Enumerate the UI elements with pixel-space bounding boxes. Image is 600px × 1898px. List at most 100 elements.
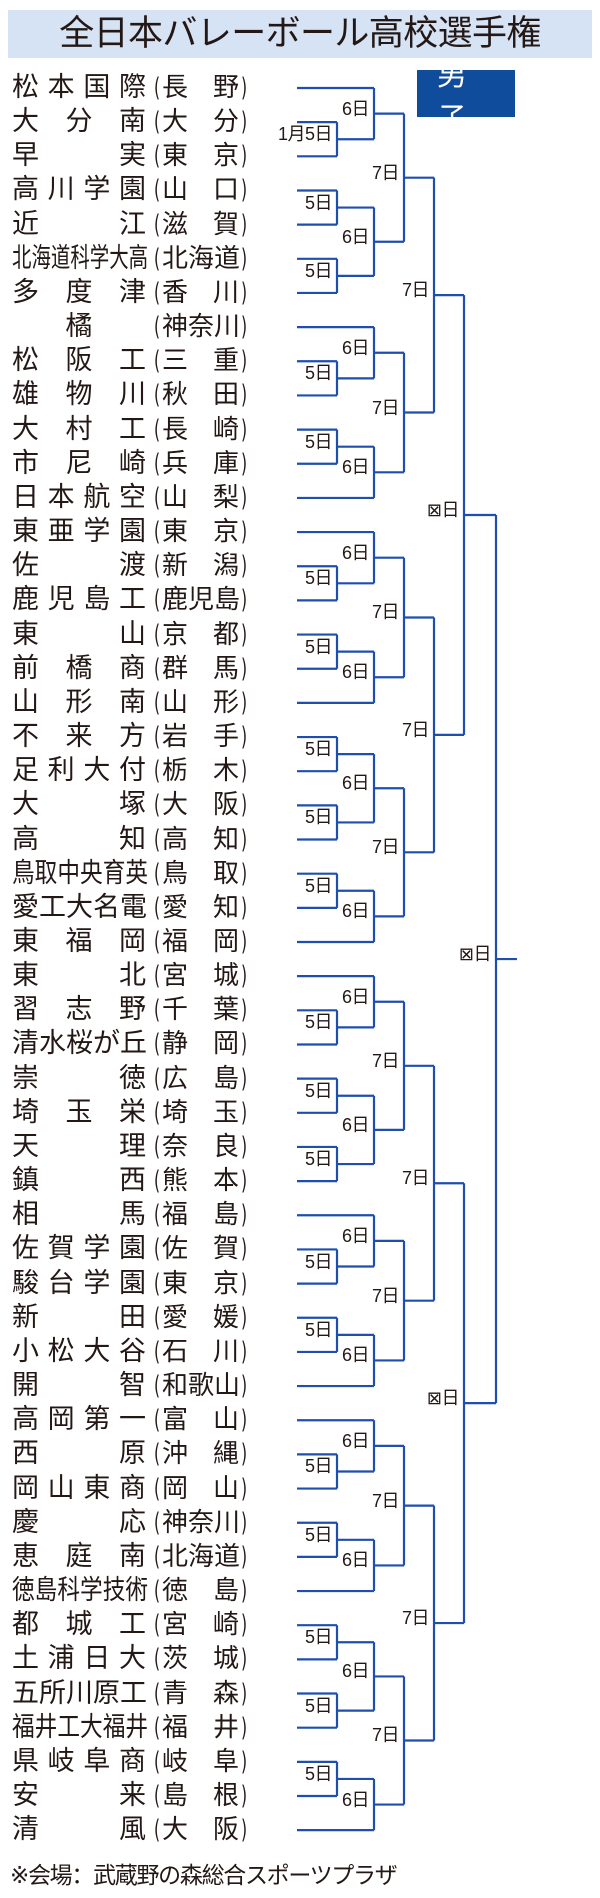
prefecture-name: 神奈川: [162, 1507, 240, 1538]
prefecture-name: 神奈川: [162, 312, 240, 343]
prefecture-name: 長野: [162, 73, 239, 103]
team-row: 東福岡福岡: [0, 925, 300, 959]
team-row: 都城工宮崎: [0, 1608, 300, 1642]
team-row: 県岐阜商岐阜: [0, 1745, 300, 1779]
prefecture-name: 北海道: [162, 1541, 240, 1572]
prefecture-name: 福島: [162, 1200, 239, 1231]
prefecture-name: 山梨: [162, 482, 239, 513]
team-prefecture: 新潟: [152, 549, 249, 583]
prefecture-name: 熊本: [162, 1166, 239, 1197]
match-date-label: 5日: [304, 1524, 333, 1545]
team-name: 清水桜が丘: [12, 1028, 147, 1060]
prefecture-name: 兵庫: [162, 448, 239, 479]
team-prefecture: 大阪: [152, 788, 249, 822]
team-row: 愛工大名電愛知: [0, 891, 300, 925]
team-prefecture: 宮城: [152, 959, 249, 993]
team-prefecture: 兵庫: [152, 447, 249, 481]
team-name: 鳥取中央育英: [12, 857, 149, 889]
match-date-label: 5日: [304, 1319, 333, 1340]
match-date-label: 5日: [304, 1763, 333, 1784]
match-date-label: ⊠日: [426, 500, 460, 520]
prefecture-name: 新潟: [162, 551, 239, 582]
team-prefecture: 福岡: [152, 925, 249, 959]
team-row: 福井工大福井福井: [0, 1711, 300, 1745]
match-date-label: 5日: [304, 807, 333, 828]
prefecture-name: 北海道: [162, 243, 240, 274]
team-name: 日本航空: [12, 481, 146, 513]
match-date-label: 6日: [341, 226, 370, 247]
prefecture-name: 岩手: [162, 722, 239, 753]
team-row: 雄物川秋田: [0, 378, 300, 412]
team-row: 恵庭南北海道: [0, 1540, 300, 1574]
team-prefecture: 福井: [152, 1711, 249, 1745]
team-row: 大分南大分: [0, 105, 300, 139]
team-row: 松本国際長野: [0, 71, 300, 105]
prefecture-name: 鳥取: [162, 858, 239, 889]
prefecture-name: 青森: [162, 1678, 239, 1709]
team-name: 開智: [12, 1370, 146, 1402]
team-name: 市尼崎: [12, 447, 146, 479]
match-date-label: 7日: [371, 602, 400, 623]
prefecture-name: 栃木: [162, 756, 239, 787]
team-name: 高知: [12, 823, 146, 855]
team-row: 土浦日大茨城: [0, 1642, 300, 1676]
team-row: 佐渡新潟: [0, 549, 300, 583]
match-date-label: 6日: [341, 1114, 370, 1135]
prefecture-name: 広島: [162, 1063, 239, 1094]
team-row: 新田愛媛: [0, 1301, 300, 1335]
team-prefecture: 香川: [152, 276, 249, 310]
team-name: 東北: [12, 960, 146, 992]
prefecture-name: 愛媛: [162, 1302, 239, 1333]
team-prefecture: 鳥取: [152, 857, 249, 891]
team-prefecture: 長崎: [152, 413, 249, 447]
match-date-label: 5日: [304, 1627, 333, 1648]
page-title: 全日本バレーボール高校選手権: [59, 13, 541, 54]
team-row: 天理奈良: [0, 1130, 300, 1164]
team-name: 岡山東商: [12, 1472, 146, 1504]
prefecture-name: 大阪: [162, 1815, 239, 1846]
team-name: 恵庭南: [12, 1540, 146, 1572]
team-prefecture: 大阪: [152, 1813, 249, 1847]
prefecture-name: 鹿児島: [162, 585, 240, 616]
team-name: 橘: [65, 311, 93, 343]
match-date-label: 6日: [341, 1789, 370, 1810]
team-prefecture: 京都: [152, 618, 249, 652]
match-date-label: 5日: [304, 431, 333, 452]
team-prefecture: 三重: [152, 344, 249, 378]
team-prefecture: 群馬: [152, 652, 249, 686]
match-date-label: 7日: [401, 719, 430, 740]
team-name: 鎮西: [12, 1165, 146, 1197]
match-date-label: 5日: [304, 636, 333, 657]
team-name: 相馬: [12, 1199, 146, 1231]
team-name: 五所川原工: [12, 1677, 147, 1709]
team-prefecture: 岐阜: [152, 1745, 249, 1779]
prefecture-name: 佐賀: [162, 1234, 239, 1265]
team-row: 駿台学園東京: [0, 1267, 300, 1301]
team-prefecture: 岡山: [152, 1472, 249, 1506]
team-name: 北海道科学大高: [12, 242, 149, 274]
match-date-label: 5日: [304, 568, 333, 589]
team-name: 足利大付: [12, 755, 146, 787]
team-name: 不来方: [12, 721, 146, 753]
team-name: 小松大谷: [12, 1335, 146, 1367]
match-date-label: 6日: [341, 1661, 370, 1682]
prefecture-name: 沖縄: [162, 1439, 239, 1470]
team-name: 清風: [12, 1814, 146, 1846]
team-prefecture: 広島: [152, 1062, 249, 1096]
prefecture-name: 香川: [162, 277, 239, 308]
match-date-label: 6日: [341, 1430, 370, 1451]
team-prefecture: 神奈川: [152, 1506, 249, 1540]
team-row: 東山京都: [0, 618, 300, 652]
team-row: 橘 神奈川: [0, 310, 300, 344]
team-prefecture: 山梨: [152, 481, 249, 515]
team-row: 岡山東商岡山: [0, 1472, 300, 1506]
prefecture-name: 宮崎: [162, 1610, 239, 1641]
team-name: 福井工大福井: [12, 1711, 149, 1743]
prefecture-name: 愛知: [162, 892, 239, 923]
team-name: 大分南: [12, 106, 146, 138]
team-name: 東亜学園: [12, 516, 146, 548]
match-date-label: 1月5日: [277, 124, 333, 145]
venue-note: ※会場：武蔵野の森総合スポーツプラザ: [10, 1863, 398, 1889]
match-date-label: 5日: [304, 1080, 333, 1101]
